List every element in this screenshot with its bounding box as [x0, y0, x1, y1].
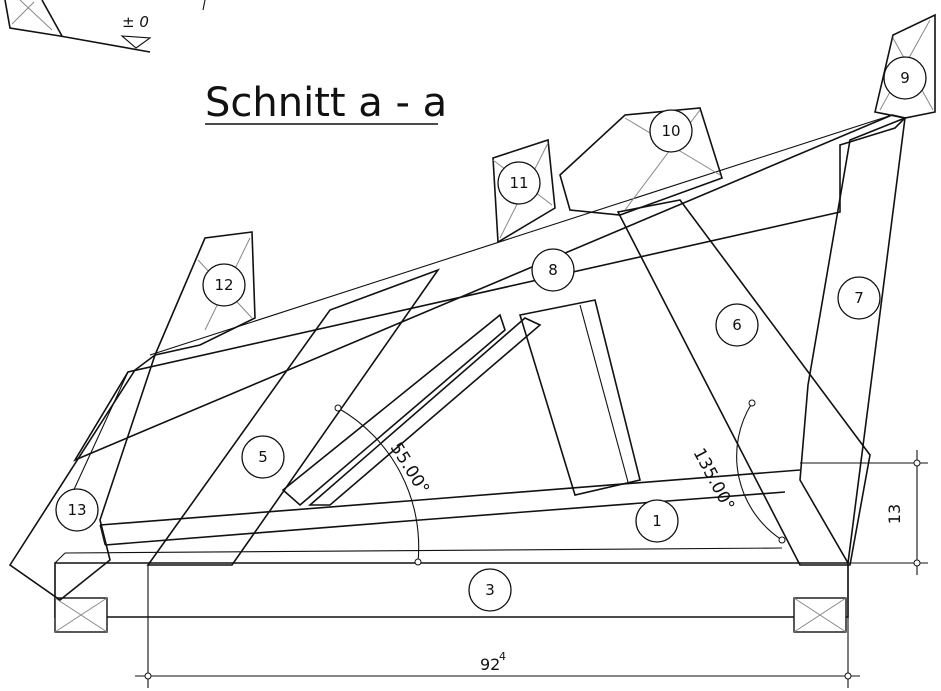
part-label-9: 9: [883, 56, 927, 100]
width-dimension: 92: [480, 655, 500, 674]
part-label-5: 5: [241, 435, 285, 479]
svg-text:13: 13: [67, 501, 86, 519]
svg-text:1: 1: [652, 512, 662, 530]
part-label-6: 6: [715, 303, 759, 347]
svg-text:10: 10: [661, 122, 680, 140]
height-dimension: 13: [885, 504, 904, 524]
svg-text:11: 11: [509, 174, 528, 192]
part-labels: 1 3 5 6 7 8 9 10 11 12 13: [55, 56, 927, 612]
part-label-13: 13: [55, 488, 99, 532]
svg-text:3: 3: [485, 581, 495, 599]
level-label: ± 0: [122, 13, 149, 31]
drawing-title: Schnitt a - a: [205, 80, 447, 126]
part-label-11: 11: [497, 161, 541, 205]
part-label-3: 3: [468, 568, 512, 612]
part-label-10: 10: [649, 109, 693, 153]
width-dimension-superscript: 4: [499, 650, 506, 663]
part-label-12: 12: [202, 263, 246, 307]
part-label-1: 1: [635, 499, 679, 543]
svg-text:5: 5: [258, 448, 268, 466]
svg-text:6: 6: [732, 316, 742, 334]
angle-right: 135.00°: [689, 445, 739, 514]
svg-text:7: 7: [854, 289, 864, 307]
part-label-8: 8: [531, 248, 575, 292]
truss-structure: [8, 13, 936, 633]
dimensions: 92 4 13: [135, 450, 928, 688]
svg-text:9: 9: [900, 69, 910, 87]
angle-left: 55.00°: [386, 439, 433, 498]
svg-text:12: 12: [214, 276, 233, 294]
level-marker: ± 0: [4, 0, 206, 53]
svg-text:8: 8: [548, 261, 558, 279]
part-label-7: 7: [837, 276, 881, 320]
